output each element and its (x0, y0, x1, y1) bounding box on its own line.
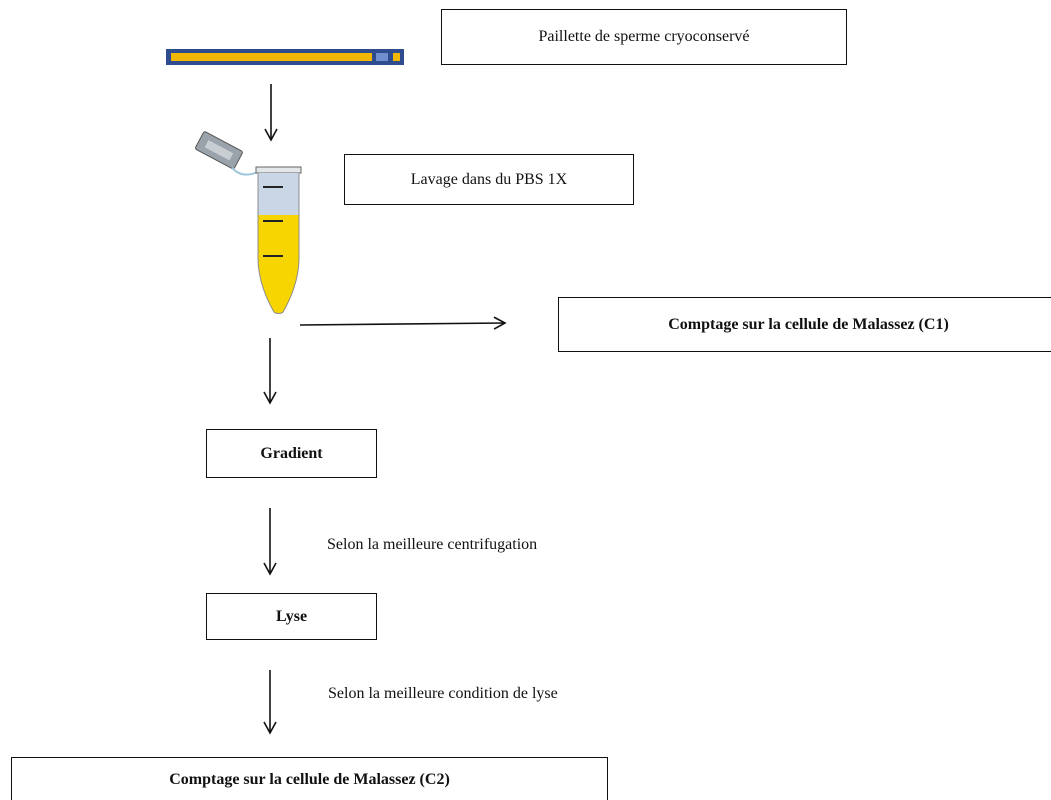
count-c1-label: Comptage sur la cellule de Malassez (C1) (668, 315, 949, 333)
lysis-label: Lyse (275, 607, 308, 625)
count-c2-box: Comptage sur la cellule de Malassez (C2) (11, 757, 608, 800)
best-lysis-condition-note: Selon la meilleure condition de lyse (328, 685, 558, 702)
gradient-label: Gradient (260, 444, 323, 462)
lysis-box: Lyse (206, 593, 377, 640)
straw-plug (376, 53, 388, 61)
count-c2-label: Comptage sur la cellule de Malassez (C2) (169, 771, 450, 788)
straw-content (171, 53, 372, 61)
wash-label: Lavage dans du PBS 1X (410, 170, 568, 188)
arrow-tube-to-count-c1 (299, 316, 507, 330)
gradient-box: Gradient (206, 429, 377, 478)
straw-box: Paillette de sperme cryoconservé (441, 9, 847, 65)
count-c1-box: Comptage sur la cellule de Malassez (C1) (558, 297, 1051, 352)
microcentrifuge-tube-icon (195, 131, 302, 314)
tube-cap (195, 131, 243, 170)
straw-label: Paillette de sperme cryoconservé (538, 28, 750, 45)
best-centrifugation-note: Selon la meilleure centrifugation (327, 536, 538, 553)
sperm-straw-icon (166, 49, 404, 65)
straw-end (393, 53, 400, 61)
wash-box: Lavage dans du PBS 1X (344, 154, 634, 205)
